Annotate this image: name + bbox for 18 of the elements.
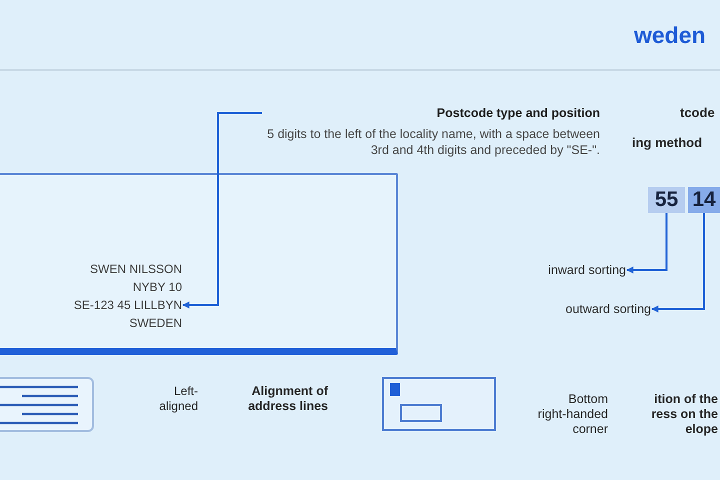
note-text: 5 digits to the left of the locality name, with a space between 3rd and 4th digits and preceded by "SE-". bbox=[266, 126, 600, 158]
leader-arrow bbox=[182, 112, 262, 308]
row-heading: Alignment of address lines bbox=[247, 384, 328, 414]
note-heading: Postcode type and position bbox=[436, 105, 600, 122]
envelope bbox=[0, 173, 398, 355]
address-text: SWEN NILSSON NYBY 10 SE-123 45 LILLBYN SWEDEN bbox=[62, 260, 182, 332]
sorting-label: inward sorting bbox=[548, 262, 626, 278]
leader-arrow bbox=[626, 213, 668, 274]
leader-arrow bbox=[651, 213, 705, 312]
sorting-label: outward sorting bbox=[566, 301, 651, 317]
section-heading: tcode bbox=[680, 105, 715, 120]
option-text: Left-aligned bbox=[158, 384, 198, 414]
option-text: Bottom right-handed corner bbox=[536, 392, 608, 437]
section-heading: ing method bbox=[632, 135, 702, 150]
row-heading: ition of the ress on the elope bbox=[650, 392, 718, 437]
postcode-digits: 14 bbox=[688, 187, 720, 213]
postcode-digits: 55 bbox=[648, 187, 685, 213]
page-title: weden bbox=[634, 22, 706, 49]
